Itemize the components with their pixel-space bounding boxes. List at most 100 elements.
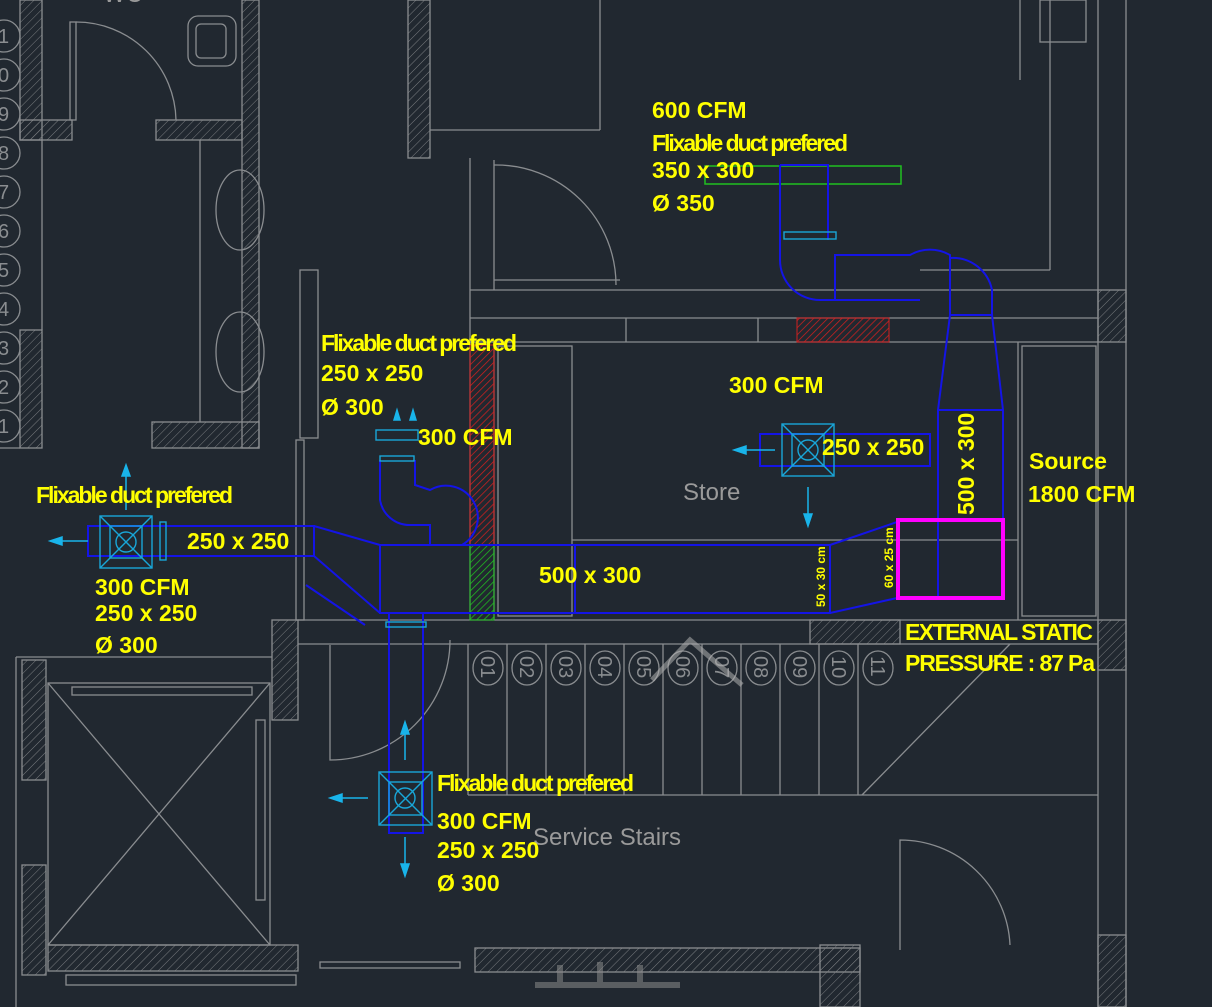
- stair-number-09: 09: [784, 650, 816, 686]
- bottom-size: 250 x 250: [437, 837, 539, 863]
- stair-number-04: 04: [589, 650, 621, 686]
- esp-label-line2: PRESSURE : 87 Pa: [905, 650, 1095, 676]
- walls: [0, 0, 1127, 1007]
- diffuser-store: [781, 423, 835, 477]
- stair-number-11: 11: [862, 650, 894, 686]
- stair-number-08: 08: [745, 650, 777, 686]
- left-diameter: Ø 300: [95, 632, 158, 658]
- svg-text:5: 5: [0, 260, 9, 282]
- mid-note: Flixable duct prefered: [321, 330, 517, 356]
- svg-text:2: 2: [0, 377, 9, 399]
- svg-text:7: 7: [0, 182, 9, 204]
- mid-diameter: Ø 300: [321, 394, 384, 420]
- stair-number-06: 06: [667, 650, 699, 686]
- side-number-0: 0: [0, 58, 21, 92]
- left-cfm-label: 300 CFM: [95, 574, 190, 600]
- transition-size-1: 50 x 30 cm: [814, 546, 828, 607]
- riser-size: 500 x 300: [953, 413, 979, 515]
- store-size: 250 x 250: [822, 434, 924, 460]
- stair-number-03: 03: [550, 650, 582, 686]
- side-number-8: 8: [0, 136, 21, 170]
- stair-number-05: 05: [628, 650, 660, 686]
- source-cfm: 1800 CFM: [1028, 481, 1135, 507]
- arrow-left-icon: [47, 535, 88, 547]
- svg-text:08: 08: [749, 656, 771, 678]
- mid-size: 250 x 250: [321, 360, 423, 386]
- stair-number-02: 02: [511, 650, 543, 686]
- arrow-down-icon: [399, 837, 411, 879]
- side-number-3: 3: [0, 331, 21, 365]
- top-diameter: Ø 350: [652, 190, 715, 216]
- svg-text:8: 8: [0, 143, 9, 165]
- top-cfm-label: 600 CFM: [652, 97, 747, 123]
- stair-treads: [467, 643, 1098, 796]
- top-size: 350 x 300: [652, 157, 754, 183]
- arrow-left-icon: [327, 792, 368, 804]
- room-label-wc: WC: [103, 0, 143, 8]
- svg-text:1: 1: [0, 26, 9, 48]
- source-label: Source: [1029, 448, 1107, 474]
- room-label-store: Store: [683, 479, 740, 506]
- damper-mid: [379, 455, 415, 462]
- left-inline-size: 250 x 250: [187, 528, 289, 554]
- arrow-up-icon: [392, 407, 418, 421]
- ductwork: [87, 164, 1004, 834]
- bottom-note: Flixable duct prefered: [437, 770, 634, 796]
- left-note: Flixable duct prefered: [36, 482, 233, 508]
- watermark-logo: [535, 636, 744, 988]
- side-number-1: 1: [0, 409, 21, 443]
- svg-text:05: 05: [632, 656, 654, 678]
- access-zone: [469, 544, 495, 621]
- stair-number-01: 01: [472, 650, 504, 686]
- svg-text:9: 9: [0, 104, 9, 126]
- side-number-9: 9: [0, 97, 21, 131]
- ahu-source-unit: [896, 518, 1005, 600]
- side-number-4: 4: [0, 292, 21, 326]
- svg-text:3: 3: [0, 338, 9, 360]
- diffuser-bottom: [378, 771, 433, 826]
- bottom-cfm-label: 300 CFM: [437, 808, 532, 834]
- main-trunk-size: 500 x 300: [539, 562, 641, 588]
- stair-number-10: 10: [823, 650, 855, 686]
- svg-text:03: 03: [554, 656, 576, 678]
- side-number-5: 5: [0, 253, 21, 287]
- store-cfm-label: 300 CFM: [729, 372, 824, 398]
- svg-text:01: 01: [476, 656, 498, 678]
- annotations: 600 CFM Flixable duct prefered 350 x 300…: [36, 97, 1135, 896]
- arrow-up-icon: [120, 462, 132, 510]
- arrow-left-icon: [731, 444, 775, 456]
- svg-text:4: 4: [0, 299, 9, 321]
- grille-mid: [375, 429, 419, 441]
- top-note: Flixable duct prefered: [652, 130, 848, 156]
- fire-damper-zone: [469, 344, 495, 546]
- esp-label-line1: EXTERNAL STATIC: [905, 619, 1093, 645]
- svg-text:0: 0: [0, 65, 9, 87]
- svg-text:06: 06: [671, 656, 693, 678]
- side-number-1: 1: [0, 19, 21, 53]
- bottom-diameter: Ø 300: [437, 870, 500, 896]
- arrow-down-icon: [802, 487, 814, 529]
- transition-size-2: 60 x 25 cm: [882, 527, 896, 588]
- svg-text:6: 6: [0, 221, 9, 243]
- side-number-7: 7: [0, 175, 21, 209]
- svg-text:10: 10: [827, 656, 849, 678]
- airflow-arrows: [47, 407, 814, 879]
- left-size: 250 x 250: [95, 600, 197, 626]
- svg-text:02: 02: [515, 656, 537, 678]
- svg-text:1: 1: [0, 416, 9, 438]
- mid-cfm-label: 300 CFM: [418, 424, 513, 450]
- side-number-2: 2: [0, 370, 21, 404]
- fire-damper-zone-top: [796, 317, 890, 343]
- arrow-up-icon: [399, 719, 411, 760]
- svg-text:11: 11: [866, 656, 888, 677]
- damper-bottom: [385, 621, 427, 628]
- grille-return: [783, 231, 837, 240]
- svg-text:04: 04: [593, 656, 615, 678]
- damper-left: [159, 521, 167, 561]
- room-label-service-stairs: Service Stairs: [533, 824, 681, 851]
- diffuser-left: [99, 515, 153, 569]
